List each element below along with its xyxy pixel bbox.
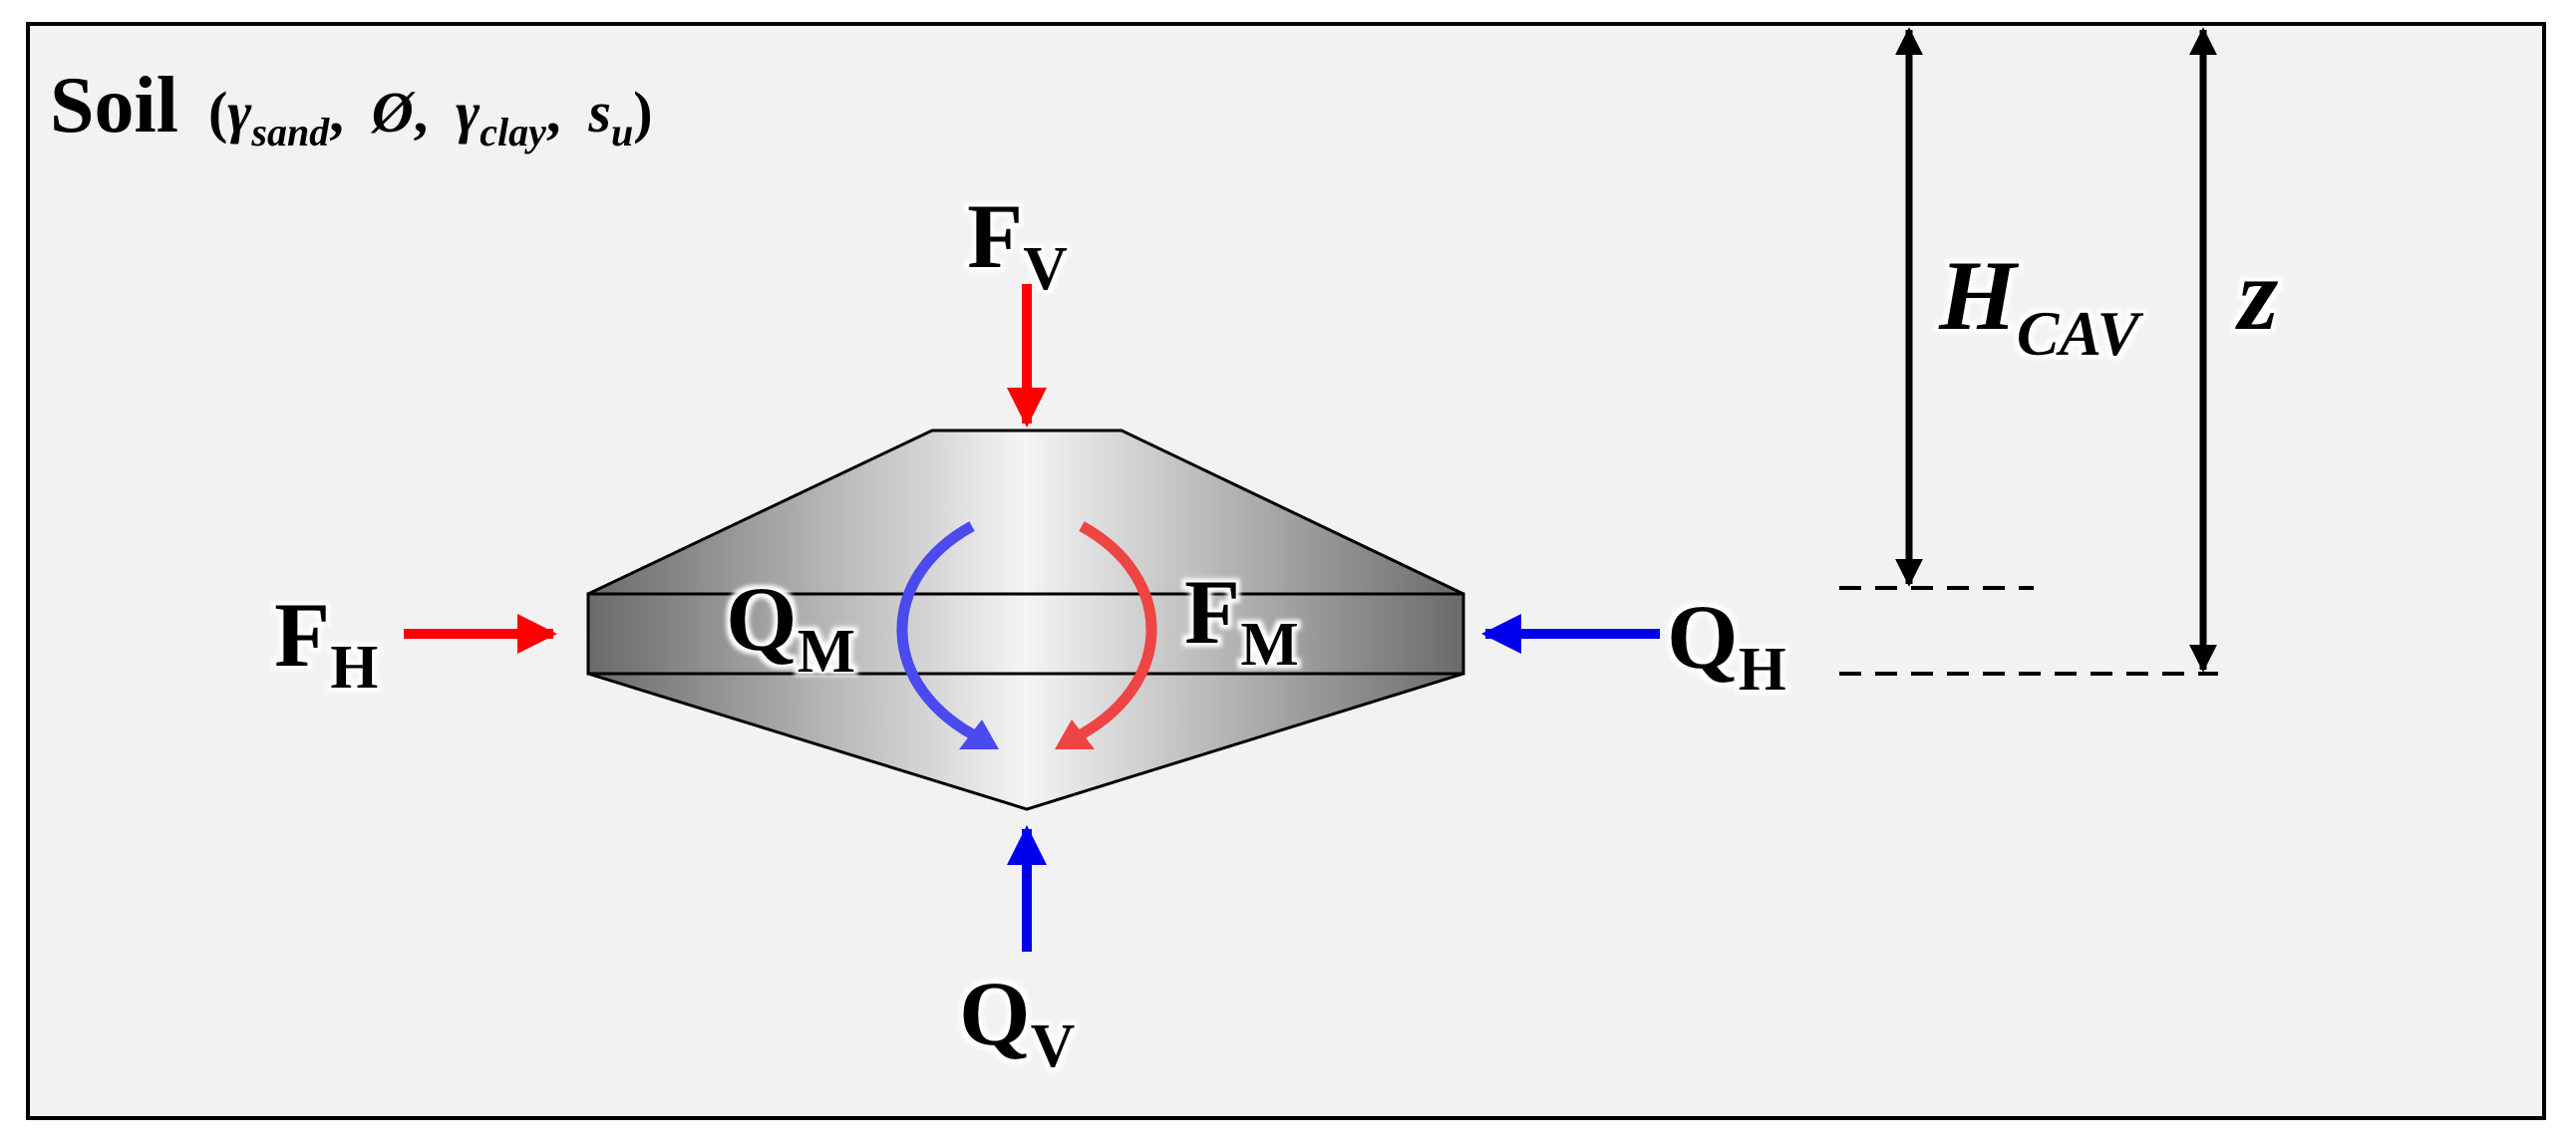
caisson-cylinder [586, 592, 1465, 676]
gamma-clay-symbol: γ [456, 80, 481, 144]
label-fm-sub: M [1240, 611, 1299, 679]
moment-resistance-arrow [896, 521, 985, 744]
label-hcav-sub: CAV [2017, 298, 2145, 369]
label-qh-main: Q [1667, 586, 1739, 688]
caisson-lower-cone [587, 672, 1464, 811]
separator-2: , [414, 80, 429, 144]
gamma-clay-subscript: clay [480, 110, 546, 154]
label-fv-sub: V [1023, 235, 1068, 303]
soil-parameters-label: Soil (γsand, Ø, γclay, su) [50, 62, 653, 154]
su-subscript: u [611, 110, 633, 154]
caisson-body [586, 429, 1465, 811]
gamma-sand-symbol: γ [227, 80, 252, 144]
label-fh-main: F [274, 584, 330, 686]
label-hcav: HCAV [1938, 240, 2144, 369]
separator-3: , [546, 80, 561, 144]
label-qh: QH [1667, 586, 1786, 704]
label-qv: QV [959, 963, 1076, 1080]
moment-load-arrowhead [1055, 719, 1095, 749]
gamma-sand-subscript: sand [250, 110, 330, 154]
label-qm-main: Q [726, 568, 798, 670]
su-symbol: s [587, 80, 611, 144]
label-fh: FH [274, 584, 378, 702]
label-fv-main: F [967, 185, 1023, 287]
soil-word: Soil [50, 62, 178, 149]
label-qm: QM [726, 568, 855, 686]
separator-1: , [329, 80, 344, 144]
label-fm-main: F [1184, 561, 1240, 663]
label-qm-sub: M [798, 618, 856, 686]
moment-resistance-arrowhead [959, 719, 999, 749]
phi-symbol: Ø [370, 80, 417, 144]
label-fm: FM [1184, 561, 1299, 679]
label-qv-sub: V [1031, 1012, 1076, 1080]
paren-close: ) [633, 80, 652, 144]
label-fh-sub: H [330, 634, 378, 702]
label-fv: FV [967, 185, 1068, 303]
paren-open: ( [208, 80, 227, 144]
label-z: z [2235, 237, 2279, 352]
label-qh-sub: H [1739, 636, 1786, 704]
label-qv-main: Q [959, 963, 1031, 1064]
label-hcav-main: H [1938, 240, 2020, 351]
moment-load-arrow [1069, 521, 1157, 744]
